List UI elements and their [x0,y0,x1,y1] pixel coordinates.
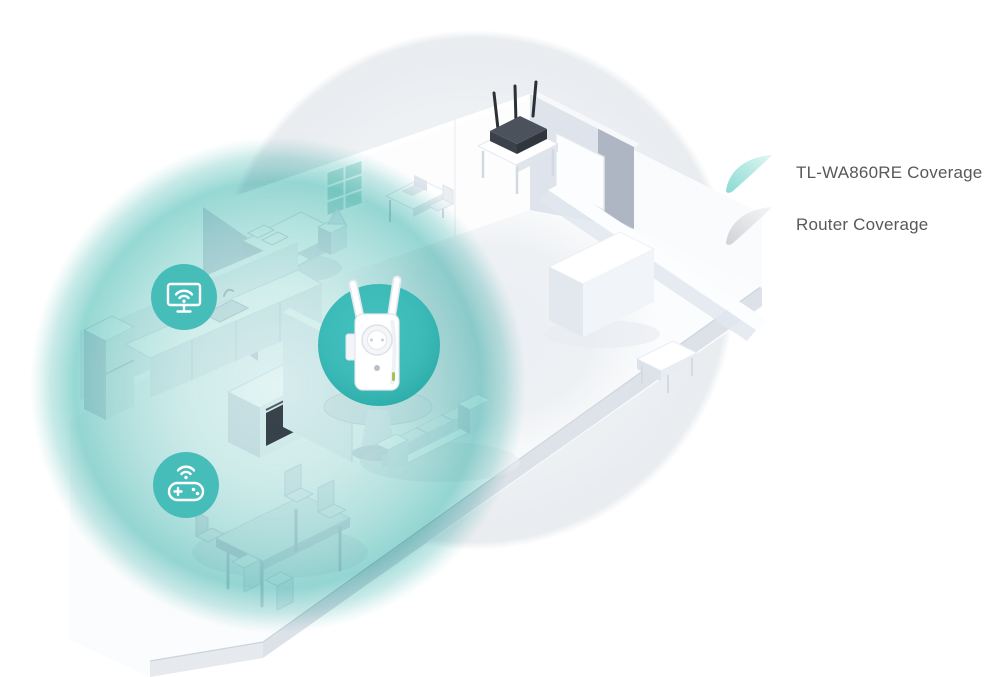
game-client-badge [153,452,219,518]
bench [635,340,699,393]
extender-led [392,372,395,381]
extender-coverage-area [30,137,526,633]
extender-badge [318,275,440,406]
extender-logo-mark [374,365,380,371]
legend-item-extender: TL-WA860RE Coverage [722,150,992,196]
legend-item-router: Router Coverage [722,202,992,248]
extender-coverage-swoosh-icon [726,155,772,193]
tv-with-wifi-icon [166,282,202,313]
game-controller-with-wifi-icon [167,465,205,502]
tv-client-badge [151,264,217,330]
router [490,80,547,154]
coverage-legend: TL-WA860RE Coverage Router Coverage [722,150,992,254]
legend-label-extender: TL-WA860RE Coverage [796,163,983,182]
sideboard [544,231,660,348]
extender-device [345,275,402,391]
router-coverage-swoosh-icon [726,207,772,245]
legend-label-router: Router Coverage [796,215,929,234]
